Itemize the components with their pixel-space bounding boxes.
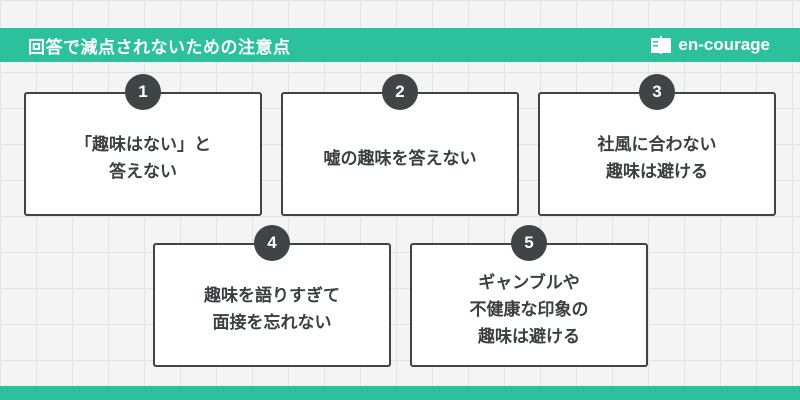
tip-text: 趣味を語りすぎて 面接を忘れない (204, 286, 340, 333)
footer-bar (0, 386, 800, 400)
tip-text: 社風に合わない 趣味は避ける (597, 135, 717, 182)
tip-card-3: 社風に合わない 趣味は避ける (538, 92, 776, 216)
number-badge-1: 1 (125, 74, 161, 110)
number-badge-4: 4 (254, 225, 290, 261)
header-bar: 回答で減点されないための注意点 en-courage (0, 28, 800, 62)
page-title: 回答で減点されないための注意点 (28, 37, 291, 58)
book-icon (650, 35, 672, 55)
tip-card-5: ギャンブルや 不健康な印象の 趣味は避ける (410, 243, 648, 367)
tip-card-1: 「趣味はない」と 答えない (24, 92, 262, 216)
brand-name: en-courage (678, 35, 770, 54)
tip-card-4: 趣味を語りすぎて 面接を忘れない (153, 243, 391, 367)
number-badge-2: 2 (382, 74, 418, 110)
tip-text: ギャンブルや 不健康な印象の 趣味は避ける (469, 272, 589, 347)
tip-card-2: 嘘の趣味を答えない (281, 92, 519, 216)
tip-text: 「趣味はない」と 答えない (75, 135, 211, 182)
tip-text: 嘘の趣味を答えない (323, 148, 477, 169)
number-badge-3: 3 (639, 74, 675, 110)
brand-logo: en-courage (650, 28, 770, 62)
number-badge-5: 5 (511, 225, 547, 261)
